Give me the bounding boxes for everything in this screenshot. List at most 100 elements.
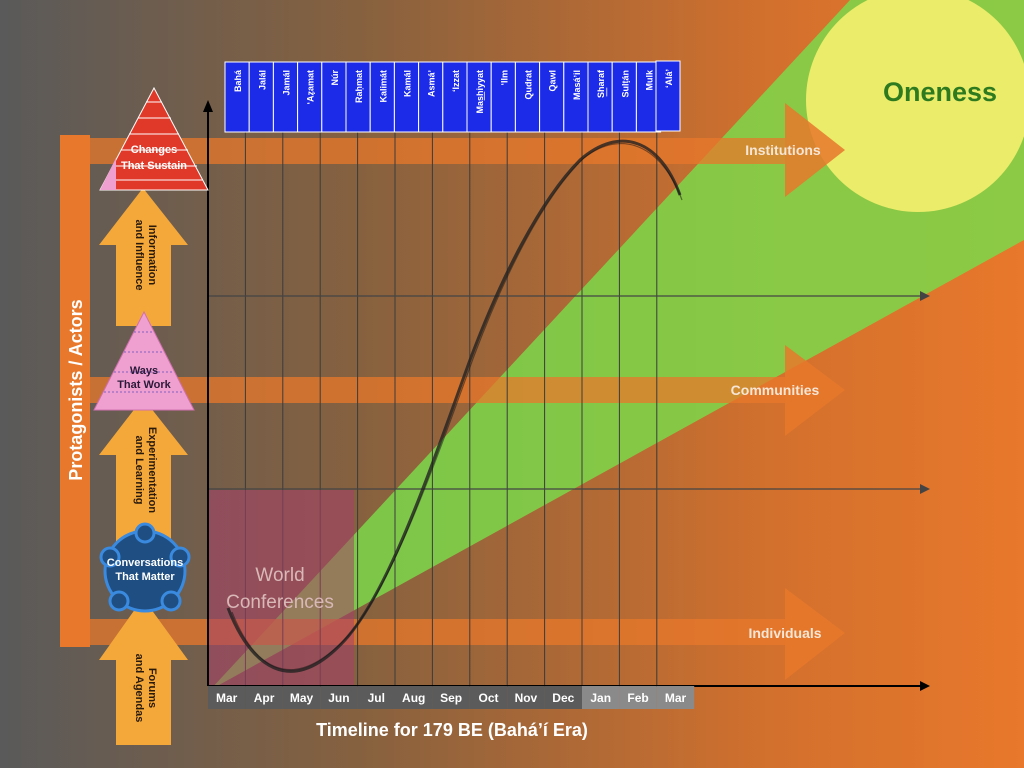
badi-month-cell <box>369 61 395 133</box>
badi-month-label: Kalimát <box>378 70 388 103</box>
badi-month-cell <box>393 61 420 133</box>
grid-arrowhead-upper <box>920 291 930 301</box>
gregorian-month-label: Apr <box>254 691 275 705</box>
gregorian-month-label: Jan <box>590 691 611 705</box>
level-label-communities: Communities <box>731 382 820 398</box>
grid-arrowhead-lower <box>920 484 930 494</box>
conversations-line1: Conversations <box>107 557 183 569</box>
left-bracket <box>60 135 90 647</box>
gregorian-month-cell <box>582 686 620 709</box>
timeline-caption: Timeline for 179 BE (Baháʼí Era) <box>316 720 588 740</box>
badi-month-cell <box>321 61 347 133</box>
gregorian-month-cell <box>507 686 545 709</box>
changes-line1: Changes <box>131 144 177 156</box>
experimentation-line1: Experimentation <box>146 427 158 513</box>
oneness-title: Oneness <box>883 77 997 107</box>
gregorian-month-label: Feb <box>627 691 648 705</box>
badi-month-cell <box>587 61 613 133</box>
level-arrow-institutions <box>90 103 845 197</box>
up-arrow-experimentation <box>99 398 188 560</box>
badi-month-label: ʻAẓamat <box>306 70 316 105</box>
badi-month-label: ʻAláʼ <box>664 69 674 88</box>
badi-month-label: ʻIlm <box>499 70 509 86</box>
forums-line2: and Agendas <box>133 654 145 723</box>
gregorian-month-label: Jul <box>368 691 385 705</box>
ways-line2: That Work <box>117 379 171 391</box>
badi-month-cell <box>611 61 637 133</box>
level-arrow-communities <box>90 345 845 436</box>
world-conferences-line1: World <box>255 565 304 586</box>
gregorian-month-label: Oct <box>478 691 498 705</box>
badi-month-label: Raḥmat <box>354 70 364 103</box>
gregorian-month-label: Nov <box>515 691 538 705</box>
badi-month-cell <box>655 60 681 132</box>
badi-month-cell <box>539 61 565 133</box>
badi-month-label: Núr <box>330 70 340 86</box>
gregorian-month-label: Mar <box>665 691 687 705</box>
gregorian-month-cell <box>656 686 695 709</box>
badi-month-label: Sulṭán <box>620 70 630 98</box>
level-label-institutions: Institutions <box>745 142 821 158</box>
badi-month-cell <box>345 61 371 133</box>
gregorian-month-cell <box>432 686 470 709</box>
up-arrow-forums <box>99 598 188 745</box>
y-axis-arrowhead <box>203 100 213 112</box>
badi-month-label: ʻIzzat <box>451 70 461 92</box>
badi-month-label: Qudrat <box>524 70 534 100</box>
level-arrow-individuals <box>90 588 845 680</box>
badi-month-label: Masáʼil <box>572 70 582 100</box>
information-line1: Information <box>146 225 158 286</box>
pyramid-changes-that-sustain <box>99 86 209 191</box>
badi-month-cell <box>442 61 468 133</box>
badi-month-header: Bahá Jalál Jamál ʻAẓamat Núr Raḥmat Kalimát Kam… <box>224 60 681 133</box>
badi-month-cell <box>563 61 589 133</box>
growth-curve-shadow <box>231 142 683 670</box>
world-conferences-line2: Conferences <box>226 592 334 613</box>
badi-month-label: Kamál <box>403 70 413 97</box>
up-arrow-information <box>99 188 188 326</box>
forums-line1: Forums <box>146 668 158 708</box>
gregorian-month-label: Mar <box>216 691 238 705</box>
conversations-line2: That Matter <box>115 571 175 583</box>
badi-month-label: Jalál <box>257 70 267 90</box>
gregorian-month-cell <box>469 686 508 709</box>
oneness-sun <box>806 0 1024 212</box>
ways-line1: Ways <box>130 365 158 377</box>
badi-month-label: Mas͟hiyyat <box>475 70 485 114</box>
information-line2: and Influence <box>133 220 145 291</box>
growth-curve <box>226 139 682 673</box>
changes-line2: That Sustain <box>121 160 187 172</box>
gregorian-month-cell <box>395 686 433 709</box>
gregorian-month-cell <box>357 686 395 709</box>
gregorian-month-label: May <box>290 691 314 705</box>
badi-month-label: S͟haraf <box>596 69 607 98</box>
badi-month-label: Asmáʼ <box>427 70 437 97</box>
gregorian-month-cell <box>619 686 657 709</box>
gregorian-month-label: Jun <box>328 691 349 705</box>
x-axis-arrowhead <box>920 681 930 691</box>
circle-conversations-that-matter <box>99 522 191 613</box>
gregorian-month-cell <box>208 686 246 709</box>
protagonists-label: Protagonists / Actors <box>66 299 86 480</box>
badi-month-label: Jamál <box>282 70 292 96</box>
badi-month-label: Qawl <box>548 70 558 92</box>
badi-month-cell <box>297 61 323 133</box>
gregorian-month-label: Sep <box>440 691 462 705</box>
experimentation-line2: and Learning <box>133 435 145 504</box>
gregorian-month-label: Aug <box>402 691 425 705</box>
badi-month-cell <box>224 61 250 133</box>
badi-month-label: Bahá <box>233 69 243 92</box>
gregorian-month-cell <box>282 686 321 709</box>
pyramid-ways-that-work <box>93 310 195 411</box>
badi-month-cell <box>466 61 492 133</box>
badi-month-cell <box>418 61 444 133</box>
level-label-individuals: Individuals <box>748 625 821 641</box>
gregorian-month-cell <box>245 686 283 709</box>
badi-month-cell <box>490 61 516 133</box>
gregorian-month-row: Mar Apr May Jun Jul Aug Sep Oct Nov Dec Jan Feb Mar <box>208 686 695 709</box>
gregorian-month-label: Dec <box>552 691 574 705</box>
world-conferences-box <box>208 490 354 686</box>
gregorian-month-cell <box>544 686 582 709</box>
badi-month-label: Mulk <box>645 69 655 90</box>
